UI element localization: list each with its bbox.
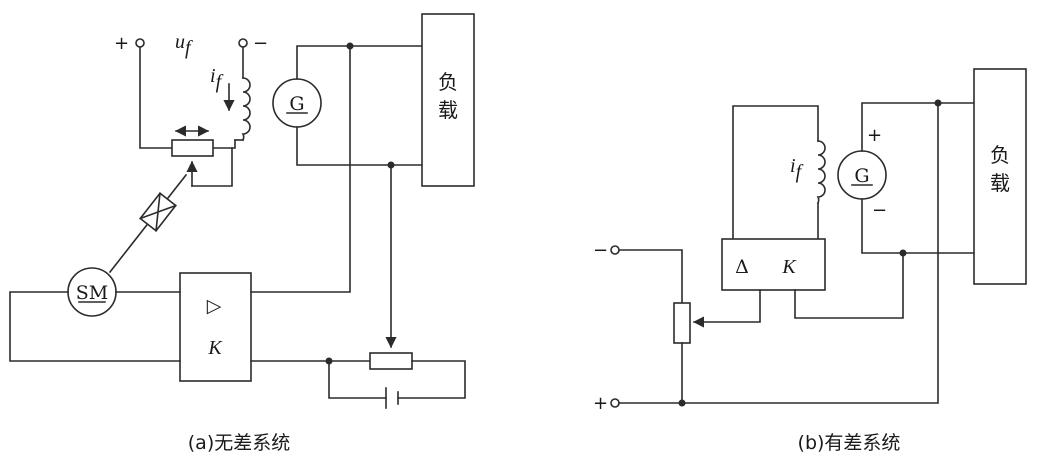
motor-return-wire	[9, 291, 181, 362]
load-a-label-2: 载	[438, 98, 458, 122]
generator-b-plus: +	[867, 125, 882, 146]
input-plus-wire	[618, 102, 939, 404]
load-a	[421, 13, 475, 187]
load-a-label-1: 负	[438, 70, 458, 94]
feedback-wire	[250, 45, 351, 293]
diagram-b: if G + − 负 载 Δ K − + (b)有差系	[593, 68, 1027, 454]
caption-a: (a)无差系统	[188, 432, 290, 454]
field-coil-a	[241, 77, 251, 142]
reference-right-wire	[397, 360, 466, 399]
rheostat-to-coil-wire	[212, 139, 236, 149]
supply-minus-sign: −	[253, 33, 268, 54]
generator-b-label: G	[854, 165, 869, 187]
input-minus-sign: −	[593, 240, 608, 261]
generator-top-wire	[296, 45, 423, 80]
load-b-label-2: 载	[990, 171, 1010, 195]
amp-to-wiper-wire	[692, 289, 761, 328]
input-minus-terminal[interactable]	[610, 245, 620, 255]
junction-input-b	[678, 399, 686, 407]
gearbox	[139, 192, 177, 232]
reference-left-wire	[328, 360, 387, 399]
generator-a-label: G	[289, 93, 304, 115]
caption-b: (b)有差系统	[798, 432, 901, 454]
input-plus-sign: +	[593, 393, 608, 414]
amplifier-b-symbol: Δ	[735, 256, 749, 278]
amplifier-a-symbol: ▷	[207, 295, 222, 317]
field-rheostat	[171, 139, 214, 157]
supply-plus-sign: +	[114, 33, 129, 54]
input-minus-wire	[618, 249, 683, 304]
supply-minus-terminal[interactable]	[238, 38, 248, 48]
field-current-label: if	[210, 65, 224, 93]
reference-rheostat	[369, 352, 413, 370]
diagram-a: + − uf if G	[9, 13, 475, 454]
amp-feedback-wire	[794, 252, 904, 319]
field-loop-wire	[732, 105, 819, 240]
generator-b-minus: −	[872, 200, 887, 221]
amplifier-a-gain: K	[207, 337, 223, 359]
amplifier-a	[179, 272, 252, 382]
generator-bottom-wire	[296, 126, 423, 166]
wiper-return-wire	[191, 147, 233, 187]
load-b	[973, 68, 1027, 285]
reference-potentiometer	[673, 302, 691, 344]
supply-plus-terminal[interactable]	[135, 38, 145, 48]
supply-plus-wire	[139, 46, 173, 149]
load-b-label-1: 负	[990, 143, 1010, 167]
field-current-label-b: if	[790, 155, 804, 183]
amplifier-b-gain: K	[781, 256, 797, 278]
generator-b-bottom-wire	[861, 198, 975, 254]
field-coil-b	[816, 140, 826, 205]
voltage-label: uf	[175, 31, 193, 59]
servo-motor-label: SM	[76, 282, 108, 304]
input-plus-terminal[interactable]	[610, 398, 620, 408]
amplifier-b	[721, 238, 826, 291]
